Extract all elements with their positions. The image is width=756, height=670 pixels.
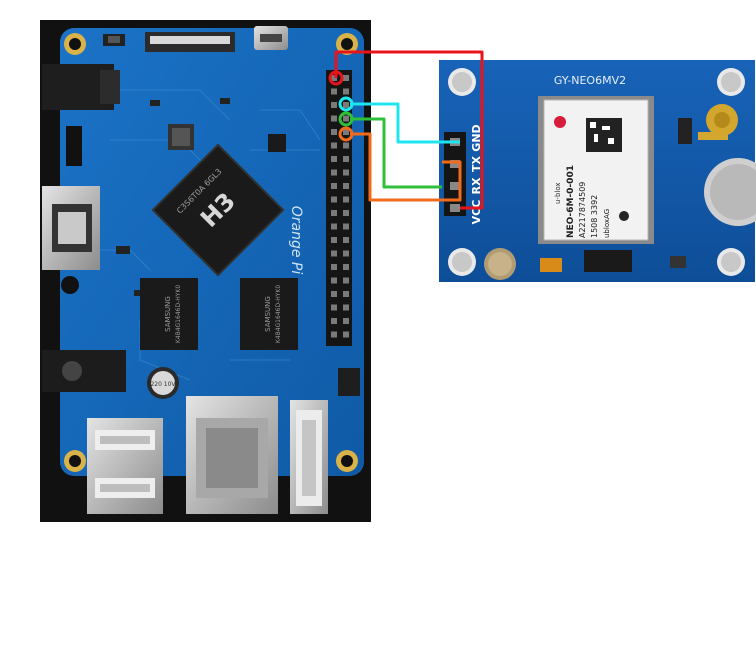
pmic-chip xyxy=(268,134,286,152)
gps-bottom-components xyxy=(484,248,686,280)
gpio-pin xyxy=(343,169,349,176)
gpio-pin xyxy=(343,223,349,230)
gpio-pin xyxy=(331,156,337,162)
tx-wire xyxy=(350,117,442,189)
gpio-pin xyxy=(331,250,337,257)
pin-label-rx: RX xyxy=(470,177,483,194)
silk-brand: Orange Pi xyxy=(288,206,304,275)
gpio-pin xyxy=(331,75,337,81)
gps-module-title: GY-NEO6MV2 xyxy=(554,74,626,87)
ram-right-brand: SAMSUNG xyxy=(264,296,272,332)
gpio-pin xyxy=(331,129,337,135)
gpio-pin xyxy=(343,183,349,189)
gpio-pin xyxy=(343,102,349,108)
wires xyxy=(328,50,484,210)
tx-wire-end xyxy=(338,111,354,127)
backup-battery xyxy=(704,158,756,226)
vcc-wire xyxy=(334,50,484,210)
ram-left-part: K4B4G1646D-HYK0 xyxy=(175,285,182,344)
gpio-pin xyxy=(331,169,337,176)
gps-pin-labels: VCC RX TX GND xyxy=(470,124,483,224)
h3-soc: H3 C3S6T0A 6GL3 xyxy=(151,143,285,277)
gpio-pin xyxy=(331,277,337,284)
rx-wire xyxy=(350,102,460,144)
gpio-pin xyxy=(343,196,349,203)
gpio-pin xyxy=(343,88,349,95)
gpio-pin xyxy=(343,115,349,122)
gpio-pin xyxy=(343,210,349,216)
pin-label-gnd: GND xyxy=(470,124,483,151)
gnd-wire-end xyxy=(338,126,354,142)
rx-wire-end xyxy=(338,96,354,112)
audio-jack xyxy=(42,350,126,392)
gpio-pin xyxy=(331,210,337,216)
gpio-pin xyxy=(331,318,337,324)
gpio-pin xyxy=(343,291,349,297)
gpio-pin xyxy=(331,102,337,108)
gpio-pin xyxy=(343,237,349,243)
pin-label-vcc: VCC xyxy=(470,200,483,225)
gpio-pin xyxy=(331,223,337,230)
gpio-pin xyxy=(331,304,337,311)
gps-regulator xyxy=(678,118,692,144)
pin-label-tx: TX xyxy=(470,155,483,172)
chip-model: NEO-6M-0-001 xyxy=(566,165,576,238)
ram-left-brand: SAMSUNG xyxy=(164,296,172,332)
gpio-pin xyxy=(343,264,349,270)
gpio-pin xyxy=(343,156,349,162)
gpio-pin xyxy=(343,318,349,324)
chip-code: A2217874509 xyxy=(578,182,587,238)
ram-chip-right: SAMSUNG K4B4G1646D-HYK0 xyxy=(240,278,298,350)
gpio-pins xyxy=(331,75,349,338)
gpio-pin xyxy=(343,277,349,284)
usb-port-single xyxy=(290,400,328,514)
gpio-pin xyxy=(343,304,349,311)
gpio-pin xyxy=(331,88,337,95)
ethernet-port xyxy=(186,396,278,514)
gpio-pin xyxy=(331,142,337,149)
electrolytic-capacitor: 220 10V xyxy=(147,367,179,399)
gpio-pin xyxy=(343,331,349,338)
uart-header xyxy=(66,126,82,166)
ublox-logo-icon xyxy=(554,116,566,128)
antenna-connector xyxy=(698,104,738,140)
gpio-pin xyxy=(331,291,337,297)
gpio-pin xyxy=(331,115,337,122)
gpio-pin xyxy=(331,183,337,189)
gpio-pin xyxy=(331,196,337,203)
ram-chip-left: SAMSUNG K4B4G1646D-HYK0 xyxy=(140,278,198,350)
gpio-pin xyxy=(331,237,337,243)
vcc-wire-end xyxy=(328,70,344,86)
chip-pin1-dot xyxy=(619,211,629,221)
chip-date: 1508 3392 xyxy=(590,195,599,238)
gnd-wire xyxy=(350,132,462,202)
gpio-pin xyxy=(343,142,349,149)
gpio-header xyxy=(326,70,352,346)
orange-pi-board: H3 C3S6T0A 6GL3 SAMSUNG K4B4G1646D-HYK0 … xyxy=(40,20,371,522)
orange-pi-silkscreen: Orange Pi xyxy=(288,206,304,275)
gpio-pin xyxy=(343,129,349,135)
chip-maker: ubloxAG xyxy=(603,209,611,238)
gpio-pin xyxy=(331,264,337,270)
gpio-pin xyxy=(343,250,349,257)
gpio-pin xyxy=(331,331,337,338)
debug-connector xyxy=(338,368,360,396)
capacitor-label: 220 10V xyxy=(150,381,176,388)
usb-port-stack xyxy=(87,418,163,514)
gps-module: GY-NEO6MV2 VCC RX TX GND xyxy=(439,60,756,282)
neo6m-chip: u-blox NEO-6M-0-001 A2217874509 1508 339… xyxy=(538,96,654,244)
ram-right-part: K4B4G1646D-HYK0 xyxy=(275,285,282,344)
mounting-holes xyxy=(64,33,358,472)
chip-brand: u-blox xyxy=(554,182,562,204)
gpio-pin xyxy=(343,75,349,81)
ir-receiver xyxy=(61,276,79,294)
